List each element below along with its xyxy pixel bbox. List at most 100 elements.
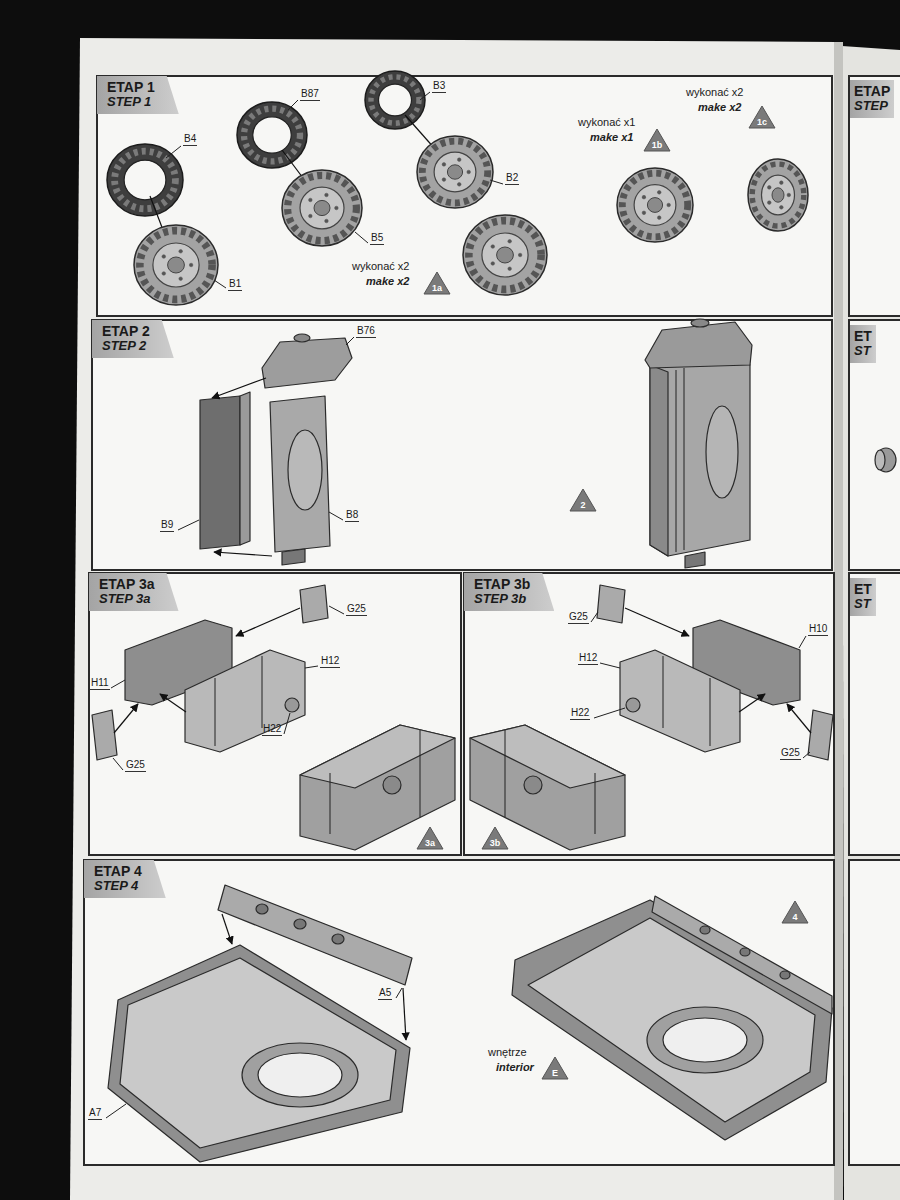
callout-triangle: 1c xyxy=(748,105,776,129)
wheel-bolt xyxy=(309,214,313,218)
step-subtitle: STEP xyxy=(854,99,890,114)
callout-number: 1b xyxy=(643,140,671,150)
assembly-arrow xyxy=(739,694,765,712)
bar-hole xyxy=(740,948,750,956)
leader-line xyxy=(305,666,318,668)
wheel-bolt xyxy=(325,193,329,197)
tank-band xyxy=(330,773,331,834)
wheel-bolt xyxy=(335,206,339,210)
can-foot xyxy=(685,552,705,568)
side-plate-edge xyxy=(240,392,250,545)
tank-filler xyxy=(383,776,401,794)
step-panel xyxy=(849,860,900,1165)
leader-line xyxy=(799,636,806,648)
wheel-bolt xyxy=(667,203,671,207)
tray-floor xyxy=(528,918,815,1122)
tank-assembled xyxy=(470,725,625,850)
triangle-outline xyxy=(782,901,808,923)
tray-rim-bar xyxy=(218,885,412,985)
part-number: B8 xyxy=(345,509,359,522)
can-panel xyxy=(288,430,322,510)
end-plate xyxy=(597,585,625,623)
bar-hole xyxy=(700,926,710,934)
can-foot xyxy=(282,549,305,565)
part-number: H11 xyxy=(90,677,110,690)
step-subtitle: STEP 3b xyxy=(474,592,530,607)
quantity-note: wykonać x1 xyxy=(578,116,635,129)
part-number: A7 xyxy=(88,1107,102,1120)
callout-number: 1c xyxy=(748,117,776,127)
bar-hole xyxy=(780,971,790,979)
step-panel xyxy=(849,320,900,570)
parts-art xyxy=(92,71,896,1162)
quantity-note: make x2 xyxy=(366,275,409,288)
tank-filler xyxy=(285,698,299,712)
end-plate xyxy=(300,585,328,623)
part-number: H22 xyxy=(570,707,590,720)
part-number: B9 xyxy=(160,519,174,532)
tire xyxy=(237,102,307,168)
wheel xyxy=(134,225,218,305)
step-header: ETST xyxy=(850,325,876,363)
assembly-arrow xyxy=(114,704,138,733)
wheel-rim xyxy=(482,233,528,277)
tire xyxy=(107,144,183,216)
leader-line xyxy=(106,1104,126,1118)
quantity-note: make x2 xyxy=(698,101,741,114)
end-plate xyxy=(92,710,117,760)
cap-plug xyxy=(691,319,709,327)
step-panel xyxy=(464,573,834,855)
step-title: ET xyxy=(854,581,872,597)
callout-number: E xyxy=(541,1068,569,1078)
part-number: H12 xyxy=(320,655,340,668)
left-page xyxy=(70,38,840,1200)
step-header: ETAP 1STEP 1 xyxy=(97,76,179,114)
part-number: G25 xyxy=(346,603,367,616)
tire-hole xyxy=(253,117,292,153)
part-number: G25 xyxy=(125,759,146,772)
step-header: ETAP 3aSTEP 3a xyxy=(89,573,179,611)
step-subtitle: STEP 4 xyxy=(94,879,142,894)
part-number: B87 xyxy=(300,88,320,101)
tank-band xyxy=(215,678,216,746)
wheel-rim xyxy=(153,243,199,287)
wheel-bolt xyxy=(767,186,771,190)
wheel-bolt xyxy=(657,216,661,220)
assembly-arrow xyxy=(160,694,186,712)
callout-number: 1a xyxy=(423,283,451,293)
triangle-outline xyxy=(482,827,508,849)
leader-line xyxy=(591,612,598,622)
part-number: H12 xyxy=(578,652,598,665)
tire-tread xyxy=(244,109,300,162)
tank-assembled xyxy=(300,725,455,850)
step-title: ETAP 1 xyxy=(107,79,155,95)
wheel-hub xyxy=(647,198,662,213)
can-cap xyxy=(262,338,352,388)
part-number: B4 xyxy=(183,133,197,146)
wheel-tread xyxy=(288,175,357,240)
tray-ring xyxy=(647,1007,763,1073)
step-subtitle: ST xyxy=(854,344,872,359)
leader-line xyxy=(284,713,290,734)
part-number: B76 xyxy=(356,325,376,338)
callout-number: 3a xyxy=(416,838,444,848)
wheel-bolt xyxy=(491,262,495,266)
leader-line xyxy=(396,988,402,998)
tank-band xyxy=(420,730,421,817)
wheel-tread xyxy=(752,164,804,226)
wheel-bolt xyxy=(780,181,784,185)
wheel-tread xyxy=(469,221,541,290)
bar-hole xyxy=(256,904,268,914)
tank-top xyxy=(300,725,455,788)
tire-tread xyxy=(371,77,419,123)
triangle-outline xyxy=(644,129,670,151)
callout-triangle: 3b xyxy=(481,826,509,850)
tire-hole xyxy=(379,84,412,116)
wheel-bolt xyxy=(767,201,771,205)
quantity-note: interior xyxy=(496,1061,534,1074)
wheel-bolt xyxy=(657,191,661,195)
page-fold xyxy=(834,42,843,1200)
tank-filler xyxy=(524,776,542,794)
wheel-bolt xyxy=(780,206,784,210)
